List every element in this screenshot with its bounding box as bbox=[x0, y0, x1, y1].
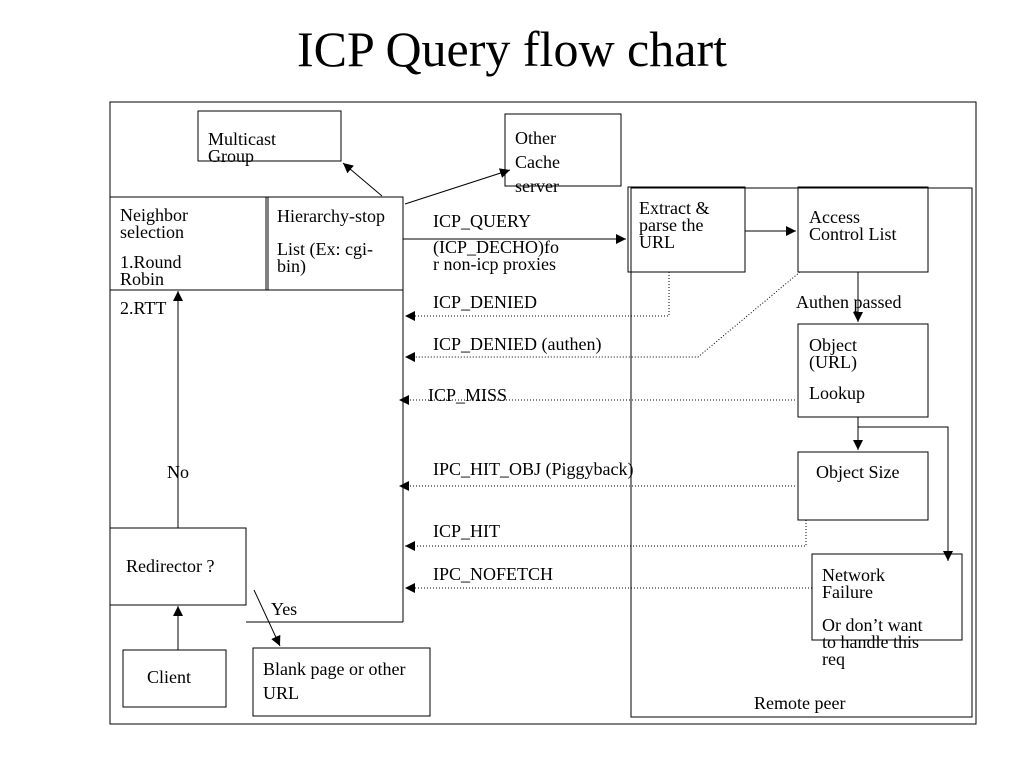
redirector-label: Redirector ? bbox=[126, 556, 215, 576]
arrow-icp-denied bbox=[405, 272, 670, 321]
outer-frame bbox=[109, 101, 977, 725]
neighbor-selection-box bbox=[109, 196, 269, 291]
client-box bbox=[122, 649, 227, 708]
authen-passed-label: Authen passed bbox=[796, 292, 902, 312]
hierarchy-stop-box bbox=[265, 196, 404, 291]
no-label: No bbox=[167, 462, 189, 482]
icp-denied-label: ICP_DENIED bbox=[433, 292, 537, 312]
arrow-to-other-cache bbox=[404, 168, 511, 205]
hierarchy-stop-title: Hierarchy-stop bbox=[277, 206, 385, 226]
object-size-label: Object Size bbox=[816, 462, 900, 482]
hierarchy-stop-list: List (Ex: cgi-bin) bbox=[277, 239, 373, 276]
ipc-nofetch-label: IPC_NOFETCH bbox=[433, 564, 554, 584]
icp-denied-authen-label: ICP_DENIED (authen) bbox=[433, 334, 602, 354]
remote-peer-label: Remote peer bbox=[754, 693, 846, 713]
icp-miss-label: ICP_MISS bbox=[428, 385, 508, 405]
object-size-box bbox=[797, 451, 929, 521]
client-label: Client bbox=[147, 667, 191, 687]
ipc-hit-obj-label: IPC_HIT_OBJ (Piggyback) bbox=[433, 459, 634, 479]
object-url-label: Object(URL) bbox=[809, 335, 857, 372]
yes-label: Yes bbox=[271, 599, 298, 619]
extract-parse-box bbox=[627, 186, 746, 273]
multicast-group-box bbox=[197, 110, 342, 162]
network-failure-box bbox=[811, 553, 963, 641]
lookup-label: Lookup bbox=[809, 383, 865, 403]
arrow-lookup-to-network-failure bbox=[858, 426, 953, 561]
other-cache-box bbox=[504, 113, 622, 187]
arrow-redirector-to-blank-page bbox=[253, 589, 281, 647]
arrow-icp-denied-authen bbox=[405, 271, 801, 362]
rtt-label: 2.RTT bbox=[120, 298, 167, 318]
icp-query-label: ICP_QUERY bbox=[433, 211, 532, 231]
remote-peer-box bbox=[630, 187, 973, 718]
icp-hit-label: ICP_HIT bbox=[433, 521, 500, 541]
page-title: ICP Query flow chart bbox=[297, 21, 727, 77]
object-lookup-box bbox=[797, 323, 929, 418]
arrow-to-multicast bbox=[342, 162, 383, 197]
access-control-box bbox=[797, 186, 929, 273]
blank-page-box bbox=[252, 647, 431, 717]
